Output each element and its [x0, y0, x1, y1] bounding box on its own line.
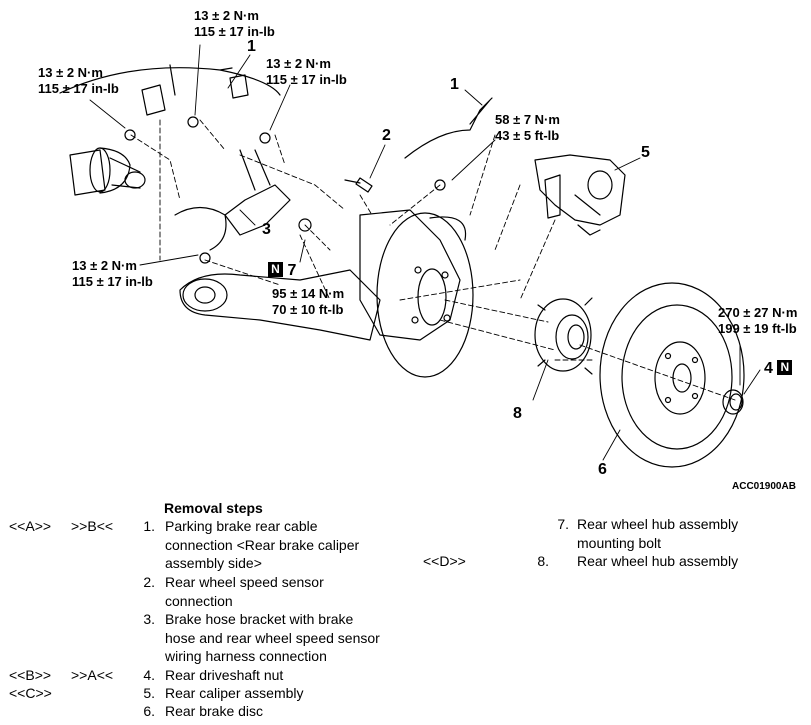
step-item: 3. Brake hose bracket with brake hose an…: [9, 610, 409, 666]
item-number: 6: [598, 461, 607, 478]
item-number: 7: [287, 262, 297, 279]
step-number: 3.: [143, 611, 155, 627]
torque-callout: 270 ± 27 N·m 199 ± 19 ft-lb: [718, 305, 797, 337]
bolt-shapes: [124, 116, 446, 264]
caliper-shape: [534, 154, 626, 236]
torque-imperial: 115 ± 17 in-lb: [38, 81, 119, 96]
step-item: 2. Rear wheel speed sensor connection: [9, 573, 409, 610]
knuckle-shape: [174, 149, 381, 341]
step-text: Rear wheel speed sensor connection: [165, 574, 324, 609]
n-badge: N: [268, 262, 283, 277]
torque-nm: 13 ± 2 N·m: [194, 8, 259, 23]
item-number: 2: [382, 127, 391, 144]
procedure-code: <<A>>: [9, 518, 52, 534]
item-number: 8: [513, 405, 522, 422]
torque-nm: 95 ± 14 N·m: [272, 286, 345, 301]
hub-shape: [534, 297, 593, 375]
torque-nm: 58 ± 7 N·m: [495, 112, 560, 127]
step-number: 2.: [143, 574, 155, 590]
step-text: Rear brake disc: [165, 703, 264, 719]
step-text: Rear wheel hub assembly mounting bolt: [577, 516, 739, 551]
item-number: 4: [764, 360, 773, 377]
step-number: 5.: [143, 685, 155, 701]
torque-imperial: 199 ± 19 ft-lb: [718, 321, 797, 336]
torque-nm: 13 ± 2 N·m: [38, 65, 103, 80]
n-badge: N: [777, 360, 793, 375]
torque-nm: 13 ± 2 N·m: [266, 56, 331, 71]
torque-callout: 13 ± 2 N·m 115 ± 17 in-lb: [194, 8, 275, 40]
procedure-code: >>B<<: [71, 518, 114, 534]
parking-cable-shape: [59, 64, 281, 96]
nut-shape: [722, 389, 744, 415]
torque-callout: 95 ± 14 N·m 70 ± 10 ft-lb: [272, 286, 344, 318]
step-item: <<B>> >>A<< 4. Rear driveshaft nut: [9, 666, 409, 684]
exploded-diagram: 13 ± 2 N·m 115 ± 17 in-lb 13 ± 2 N·m 115…: [38, 8, 797, 492]
item-marker: N 7: [268, 262, 296, 280]
diagram-drawing: [59, 44, 761, 468]
torque-callout: 13 ± 2 N·m 115 ± 17 in-lb: [38, 65, 119, 97]
step-item: <<C>> 5. Rear caliper assembly: [9, 684, 409, 702]
item-number: 1: [450, 76, 459, 93]
torque-imperial: 115 ± 17 in-lb: [194, 24, 275, 39]
torque-callout: 58 ± 7 N·m 43 ± 5 ft-lb: [495, 112, 560, 144]
procedure-code: >>A<<: [71, 667, 114, 683]
step-item: 6. Rear brake disc: [9, 702, 409, 720]
item-number: 5: [641, 144, 650, 161]
item-marker: 4 N: [764, 360, 793, 378]
torque-callout: 13 ± 2 N·m 115 ± 17 in-lb: [72, 258, 153, 290]
step-number: 1.: [143, 518, 155, 534]
step-number: 7.: [557, 516, 569, 532]
torque-imperial: 70 ± 10 ft-lb: [272, 302, 344, 317]
step-number: 4.: [143, 667, 155, 683]
step-item: <<D>> 8. Rear wheel hub assembly: [423, 552, 793, 570]
torque-imperial: 43 ± 5 ft-lb: [495, 128, 560, 143]
removal-steps-title: Removal steps: [164, 500, 263, 516]
step-text: Rear wheel hub assembly: [577, 553, 739, 569]
step-item: 7. Rear wheel hub assembly mounting bolt: [549, 515, 799, 552]
step-number: 8.: [537, 553, 549, 569]
step-number: 6.: [143, 703, 155, 719]
step-text: Rear driveshaft nut: [165, 667, 284, 683]
step-item: <<A>> >>B<< 1. Parking brake rear cable …: [9, 517, 409, 573]
step-text: Brake hose bracket with brake hose and r…: [165, 611, 380, 664]
backing-plate-shape: [359, 209, 474, 378]
procedure-code: <<D>>: [423, 553, 466, 569]
step-text: Parking brake rear cable connection <Rea…: [165, 518, 360, 571]
figure-code: ACC01900AB: [732, 481, 796, 492]
driveshaft-shape: [69, 147, 146, 196]
procedure-code: <<B>>: [9, 667, 52, 683]
torque-nm: 270 ± 27 N·m: [718, 305, 798, 320]
item-number: 3: [262, 221, 271, 238]
disc-shape: [599, 282, 745, 468]
procedure-code: <<C>>: [9, 685, 52, 701]
torque-imperial: 115 ± 17 in-lb: [266, 72, 347, 87]
step-text: Rear caliper assembly: [165, 685, 304, 701]
torque-nm: 13 ± 2 N·m: [72, 258, 137, 273]
torque-imperial: 115 ± 17 in-lb: [72, 274, 153, 289]
item-number: 1: [247, 38, 256, 55]
torque-callout: 13 ± 2 N·m 115 ± 17 in-lb: [266, 56, 347, 88]
